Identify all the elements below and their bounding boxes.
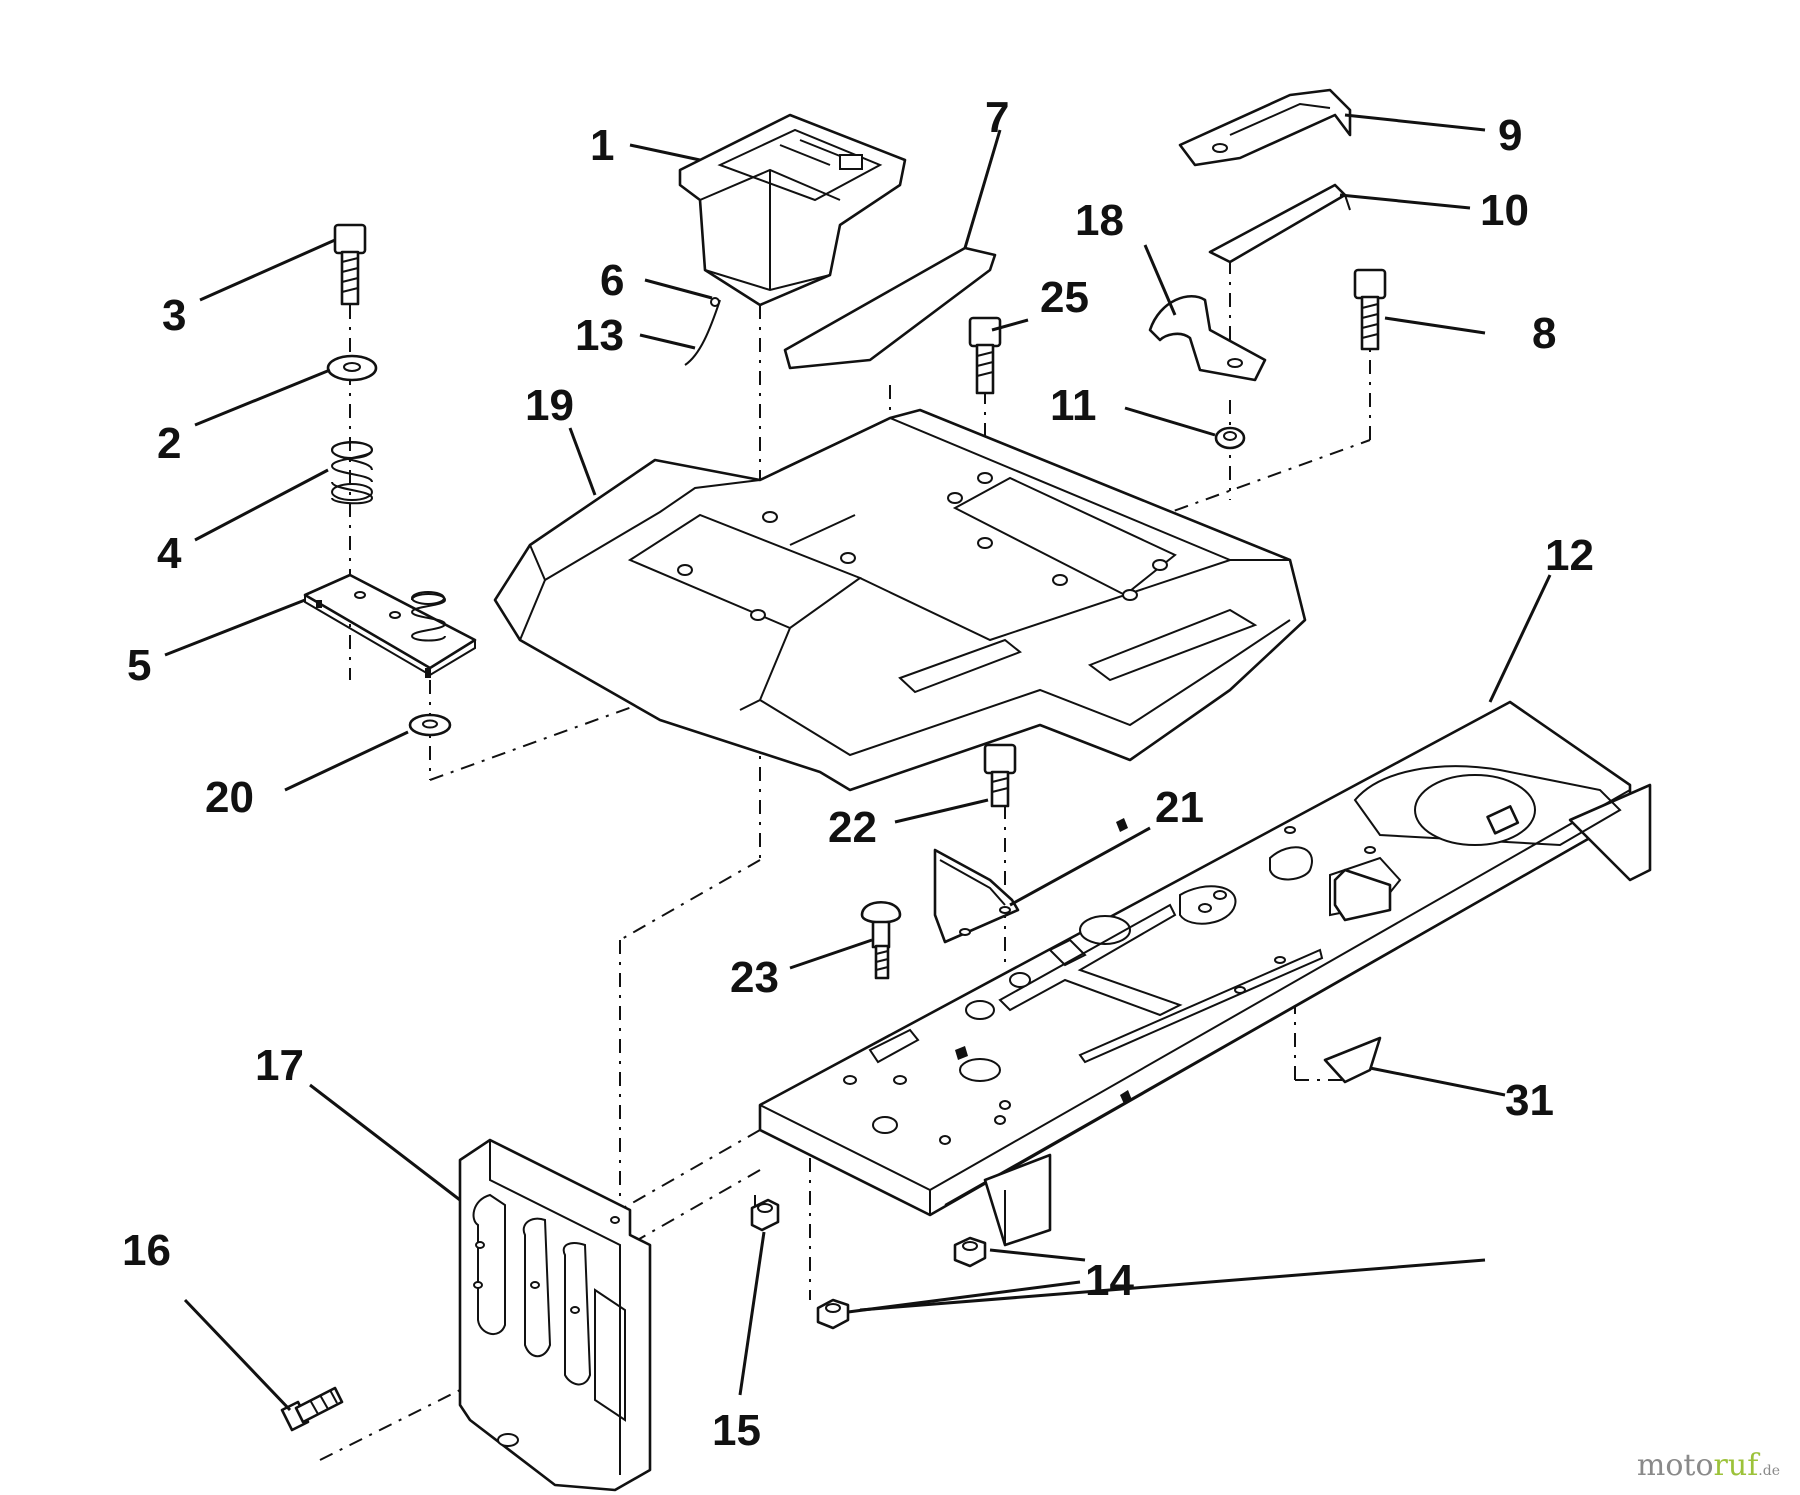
frame-12: [758, 700, 1652, 1247]
label-16: 16: [122, 1226, 171, 1275]
label-21: 21: [1155, 783, 1204, 832]
nut-11: [1214, 426, 1246, 450]
callout-labels: 1 2 3 4 5 6 7 8 9 10 11 12 13 14 15 16 1…: [122, 93, 1594, 1455]
label-12: 12: [1545, 531, 1594, 580]
bolt-25: [968, 316, 1002, 395]
label-6: 6: [600, 256, 624, 305]
label-5: 5: [127, 641, 151, 690]
leader-lines: [164, 113, 1552, 1412]
bolt-22: [983, 743, 1017, 808]
label-13: 13: [575, 311, 624, 360]
spring-plate-5: [303, 573, 477, 678]
label-8: 8: [1532, 309, 1556, 358]
label-2: 2: [157, 419, 181, 468]
label-31: 31: [1505, 1076, 1554, 1125]
label-18: 18: [1075, 196, 1124, 245]
plate-17: [458, 1138, 652, 1492]
carriage-bolt-23: [860, 901, 902, 980]
nuts-14: [816, 1236, 987, 1330]
watermark-part2: ruf: [1713, 1448, 1759, 1483]
label-23: 23: [730, 953, 779, 1002]
watermark-part1: moto: [1636, 1448, 1714, 1483]
label-3: 3: [162, 291, 186, 340]
label-4: 4: [157, 529, 182, 578]
label-14: 14: [1085, 1256, 1134, 1305]
label-19: 19: [525, 381, 574, 430]
body-pan: [493, 408, 1307, 792]
label-20: 20: [205, 773, 254, 822]
label-10: 10: [1480, 186, 1529, 235]
watermark: motoruf.de: [1637, 1448, 1780, 1483]
label-11: 11: [1050, 381, 1097, 430]
wire: [684, 297, 721, 366]
watermark-suffix: .de: [1758, 1463, 1780, 1479]
bracket-31: [1323, 1036, 1382, 1084]
label-17: 17: [255, 1041, 304, 1090]
cover-plate: [1178, 88, 1352, 264]
label-9: 9: [1498, 111, 1522, 160]
bolt-3: [333, 223, 367, 306]
battery-tray: [678, 113, 907, 307]
spring-4: [331, 441, 374, 505]
label-7: 7: [985, 93, 1009, 142]
washer-20: [408, 713, 452, 737]
label-22: 22: [828, 803, 877, 852]
nut-15: [750, 1198, 780, 1232]
label-25: 25: [1040, 273, 1089, 322]
label-15: 15: [712, 1406, 761, 1455]
label-1: 1: [590, 121, 614, 170]
bracket-21: [933, 848, 1020, 944]
washer-2: [326, 354, 378, 382]
clamp: [1148, 295, 1267, 382]
bolt-8: [1353, 268, 1387, 351]
